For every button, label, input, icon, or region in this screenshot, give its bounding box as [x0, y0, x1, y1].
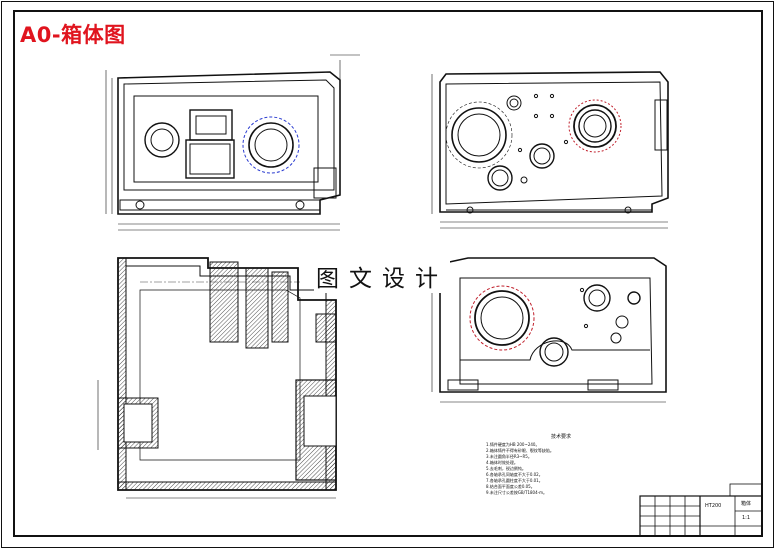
technical-notes: 技术要求 1.铸件硬度为HB 200~240。 2.箱体铸件不得有砂眼、裂纹等缺…: [486, 434, 636, 496]
title-block-scale: 1:1: [742, 515, 751, 521]
rear-view: [431, 257, 667, 403]
side-view: [431, 71, 669, 229]
technical-note-line: 9.未注尺寸公差按GB/T1804-m。: [486, 490, 547, 495]
inner-frame: [13, 10, 763, 537]
technical-note-line: 3.未注圆角半径R3~R5。: [486, 454, 532, 459]
drawing-title-label: A0-箱体图: [20, 23, 126, 47]
technical-note-line: 2.箱体铸件不得有砂眼、裂纹等缺陷。: [486, 448, 554, 453]
title-block: [639, 483, 763, 537]
watermark-text: 图文设计: [314, 259, 450, 293]
technical-notes-heading: 技术要求: [550, 434, 571, 440]
technical-note-line: 4.箱体时效处理。: [486, 460, 518, 465]
technical-note-line: 5.去毛刺，锐边倒钝。: [486, 466, 526, 471]
front-view: [105, 54, 360, 231]
technical-note-line: 6.各轴承孔同轴度不大于0.02。: [486, 472, 543, 477]
technical-note-line: 1.铸件硬度为HB 200~240。: [486, 442, 540, 447]
technical-note-line: 8.结合面平面度公差0.05。: [486, 484, 535, 489]
title-block-material: HT200: [705, 503, 722, 509]
technical-note-line: 7.各轴承孔圆柱度不大于0.01。: [486, 478, 543, 483]
title-block-part-name: 箱体: [741, 501, 752, 507]
section-view: [97, 257, 337, 499]
